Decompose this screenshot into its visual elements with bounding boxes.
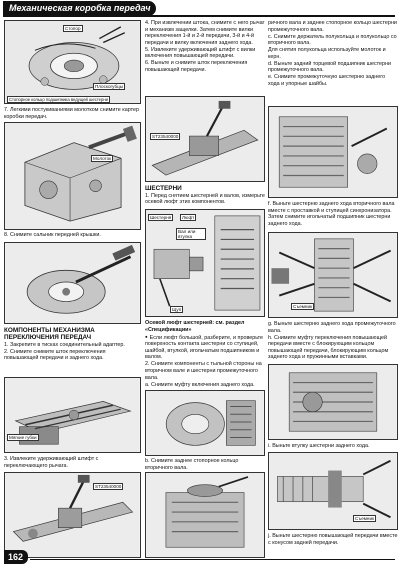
- section-title-shift: КОМПОНЕНТЫ МЕХАНИЗМА ПЕРЕКЛЮЧЕНИЯ ПЕРЕДА…: [4, 327, 95, 342]
- gears-step-c-note: Для снятия полукольца используйте молото…: [268, 47, 386, 60]
- figure-reverse-sleeve: [145, 390, 265, 456]
- figure-snap-ring-mainshaft: [145, 472, 265, 558]
- gears-section: ШЕСТЕРНИ 1. Перед снятием шестерней и ва…: [145, 185, 265, 206]
- header-rule: [3, 15, 395, 17]
- label-puller-2: Съемник: [353, 515, 377, 522]
- shift-section: КОМПОНЕНТЫ МЕХАНИЗМА ПЕРЕКЛЮЧЕНИЯ ПЕРЕДА…: [4, 327, 141, 362]
- gears-step-e: e. Снимите промежуточную шестерню заднег…: [268, 74, 386, 87]
- axial-play-block: Осевой люфт шестерней: см. раздел «Специ…: [145, 320, 265, 389]
- page-number: 162: [4, 550, 29, 564]
- gears-step-2: 2. Снимите компоненты с тыльной стороны …: [145, 361, 262, 381]
- gears-step-f: f. Выньте шестерню заднего хода вторично…: [268, 201, 395, 227]
- figure-shift-rod: ST23540000: [145, 96, 265, 182]
- label-st23540000-2: ST23540000: [150, 133, 181, 140]
- shift-step-5: 5. Извлеките удерживающий штифт с вилки …: [145, 46, 256, 60]
- label-gear: Шестерня: [148, 214, 174, 221]
- figure-puller-reverse: Съемник: [268, 232, 398, 318]
- label-play: Люфт: [180, 214, 197, 221]
- label-feeler: Щуп: [170, 306, 184, 313]
- step-8: 8. Снимите сальник передней крышки.: [4, 232, 101, 238]
- figure-counter-gear: [268, 106, 398, 198]
- header-title: Механическая коробка передач: [3, 1, 157, 16]
- counter-gear-illustration: [269, 107, 397, 197]
- gears-step-b: b. Снимите заднее стопорное кольцо втори…: [145, 458, 239, 471]
- gears-step-g: g. Выньте шестерню заднего хода промежут…: [268, 321, 398, 361]
- figure-front-seal: [4, 242, 141, 324]
- figure-end-play: Шестерня Люфт Вал или втулка Щуп: [145, 209, 265, 317]
- figure-snap-ring: Стопор Плоскогубцы Стопорное кольцо подш…: [4, 20, 141, 104]
- gears-steps-c-e: ричного вала и заднее стопорное кольцо ш…: [268, 20, 398, 88]
- figure-retaining-pin: ST23540000: [4, 472, 141, 558]
- reverse-sleeve-illustration: [146, 391, 264, 455]
- gears-step-d: d. Выньте задний торцевой подшипник шест…: [268, 60, 392, 74]
- gears-step-c: c. Снимите держатель полукольца и полуко…: [268, 33, 397, 47]
- label-shaft-bushing: Вал или втулка: [176, 228, 206, 240]
- page-header: Механическая коробка передач: [0, 0, 403, 18]
- label-soft-jaws: Мягкие губки: [7, 434, 39, 441]
- label-st23540000: ST23540000: [93, 483, 124, 490]
- gears-step-j: j. Выньте шестерню повышающей передачи в…: [268, 533, 398, 546]
- mainshaft-snap-ring-illustration: [146, 473, 264, 557]
- overdrive-sleeve-illustration: [269, 365, 397, 439]
- figure-bushing-puller: Съемник: [268, 452, 398, 530]
- shift-step-6: 6. Выньте и снимите шток переключения по…: [145, 60, 248, 73]
- gears-step-a: a. Снимите муфту включения заднего хода.: [145, 381, 255, 388]
- gears-intro-continued: ричного вала и заднее стопорное кольцо ш…: [268, 20, 397, 33]
- shift-step-4: 4. При извлечении штока, снимите с него …: [145, 20, 265, 46]
- axial-play-bullet: Если люфт большой, разберите, и проверьт…: [145, 334, 265, 361]
- puller-illustration: [269, 233, 397, 317]
- label-snap-ring: Стопорное кольцо подшипника ведущей шест…: [7, 96, 110, 103]
- label-stopper: Стопор: [63, 25, 83, 32]
- housing-illustration: [5, 123, 140, 229]
- shift-step-1: 1. Закрепите в тисках соединительный ада…: [4, 341, 125, 348]
- section-title-gears: ШЕСТЕРНИ: [145, 185, 182, 192]
- label-puller: Съемник: [291, 303, 315, 310]
- axial-play-title: Осевой люфт шестерней: см. раздел «Специ…: [145, 320, 245, 333]
- snap-ring-illustration: [5, 21, 140, 103]
- footer-rule: [30, 559, 395, 560]
- end-play-illustration: [146, 210, 264, 316]
- gears-step-i: i. Выньте втулку шестерни заднего хода.: [268, 443, 370, 449]
- gears-step-h: h. Снимите муфту переключения повышающей…: [268, 334, 389, 361]
- gears-step-1: 1. Перед снятием шестерней и валов, изме…: [145, 192, 265, 206]
- figure-vise: Мягкие губки: [4, 377, 141, 453]
- shift-steps-4-6: 4. При извлечении штока, снимите с него …: [145, 20, 265, 74]
- shift-step-3: 3. Извлеките удерживающий штифт с перекл…: [4, 456, 99, 469]
- label-pliers: Плоскогубцы: [93, 83, 126, 90]
- bushing-puller-illustration: [269, 453, 397, 529]
- front-seal-illustration: [5, 243, 140, 323]
- shift-step-2: 2. Снимите снимите шток переключения пов…: [4, 348, 106, 362]
- label-hammer: Молоток: [91, 155, 114, 162]
- step-7: 7. Легкими постукиваниями молотком сними…: [4, 107, 140, 120]
- figure-housing-removal: Молоток: [4, 122, 141, 230]
- figure-overdrive-sleeve: [268, 364, 398, 440]
